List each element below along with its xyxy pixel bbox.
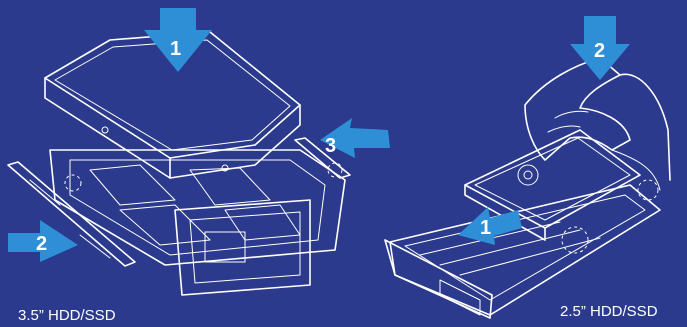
caption-3-5-hdd: 3.5” HDD/SSD	[18, 307, 116, 324]
tray-right-rail	[294, 137, 351, 179]
step-1-arrow-down: 1	[144, 8, 212, 72]
hdd-3-5-drive	[44, 31, 301, 179]
step-2-arrow-down: 2	[570, 16, 630, 80]
hand-illustration	[524, 57, 671, 191]
step-1-number-right: 1	[480, 217, 491, 239]
step-2-number-right: 2	[594, 40, 605, 62]
hdd-2-5-tray	[384, 179, 661, 319]
step-3-arrow-left: 3	[320, 118, 390, 158]
step-2-arrow-right: 2	[8, 220, 78, 262]
tray-left-rail	[7, 161, 136, 267]
step-1-number: 1	[170, 38, 181, 60]
step-2-number: 2	[36, 233, 47, 255]
hdd-3-5-tray	[49, 149, 346, 296]
step-3-number: 3	[325, 135, 336, 157]
step-1-arrow-left: 1	[458, 207, 522, 245]
caption-2-5-hdd: 2.5” HDD/SSD	[560, 303, 658, 320]
